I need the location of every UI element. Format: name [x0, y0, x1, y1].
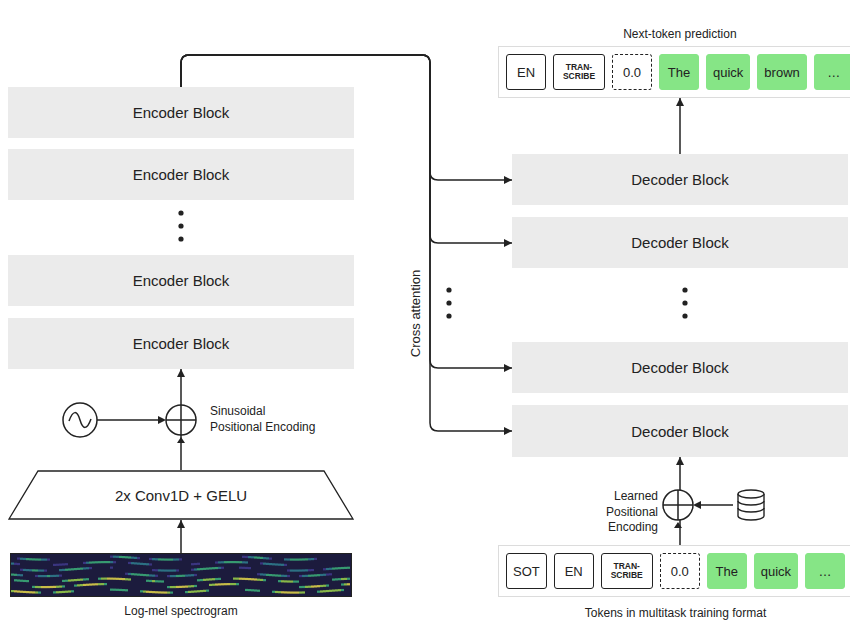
token-box: brown [757, 54, 806, 90]
node-text: … [827, 65, 840, 80]
node-text: brown [764, 65, 799, 80]
token-box: The [659, 54, 699, 90]
spectrogram-image [11, 554, 350, 595]
node-text: Encoder Block [133, 104, 230, 121]
node-text: Encoder Block [133, 272, 230, 289]
token-box: EN [554, 553, 594, 589]
process-block: Decoder Block [512, 405, 848, 457]
node-text: Encoder Block [133, 166, 230, 183]
node-text: 2x Conv1D + GELU [115, 487, 247, 504]
node-text: 0.0 [671, 564, 689, 579]
arrow [97, 416, 166, 424]
process-block: Encoder Block [8, 149, 354, 200]
node-text: Decoder Block [631, 171, 729, 188]
token-box: EN [506, 54, 546, 90]
sum-symbol [663, 490, 693, 528]
conv-block: 2x Conv1D + GELU [8, 470, 354, 520]
annotation-label: Cross attention [408, 258, 425, 368]
token-box: 0.0 [660, 553, 700, 589]
node-text: EN [565, 564, 583, 579]
connector-arrow [180, 520, 182, 553]
node-text: SOT [513, 564, 540, 579]
process-block: Decoder Block [512, 217, 848, 268]
node-text: The [716, 564, 738, 579]
process-block: Decoder Block [512, 342, 848, 393]
process-block: Decoder Block [512, 154, 848, 205]
token-box: quick [706, 54, 750, 90]
process-block: Encoder Block [8, 255, 354, 306]
process-block: Encoder Block [8, 318, 354, 369]
token-box: 0.0 [612, 54, 652, 90]
caption-text: Tokens in multitask training format [499, 606, 850, 620]
caption-text: Log-mel spectrogram [11, 604, 351, 618]
node-text: The [668, 65, 690, 80]
token-box: TRAN- SCRIBE [553, 54, 605, 90]
token-box: The [707, 553, 747, 589]
sum-symbol [166, 405, 196, 443]
process-block: Encoder Block [8, 87, 354, 138]
node-text: quick [713, 65, 743, 80]
node-text: EN [517, 65, 535, 80]
connector-arrow [679, 98, 681, 154]
node-text: quick [761, 564, 791, 579]
token-box: quick [754, 553, 798, 589]
node-text: Decoder Block [631, 359, 729, 376]
token-box: … [805, 553, 845, 589]
caption-text: Next-token prediction [499, 27, 850, 41]
annotation-label: Sinusoidal Positional Encoding [210, 404, 320, 435]
token-sequence: Next-token predictionENTRAN- SCRIBE0.0Th… [498, 46, 850, 98]
annotation-label: Learned Positional Encoding [560, 489, 658, 536]
token-box: … [814, 54, 850, 90]
node-text: Encoder Block [133, 335, 230, 352]
database-symbol [738, 490, 764, 520]
node-text: Decoder Block [631, 234, 729, 251]
arrow [693, 501, 733, 509]
sine-symbol [63, 403, 97, 437]
token-sequence: Tokens in multitask training formatSOTEN… [498, 545, 850, 597]
node-text: TRAN- SCRIBE [560, 63, 598, 81]
node-text: Decoder Block [631, 423, 729, 440]
spectrogram: Log-mel spectrogram [10, 553, 352, 597]
token-box: TRAN- SCRIBE [601, 553, 653, 589]
node-text: … [819, 564, 832, 579]
node-text: TRAN- SCRIBE [608, 562, 646, 580]
token-box: SOT [506, 553, 547, 589]
node-text: 0.0 [623, 65, 641, 80]
